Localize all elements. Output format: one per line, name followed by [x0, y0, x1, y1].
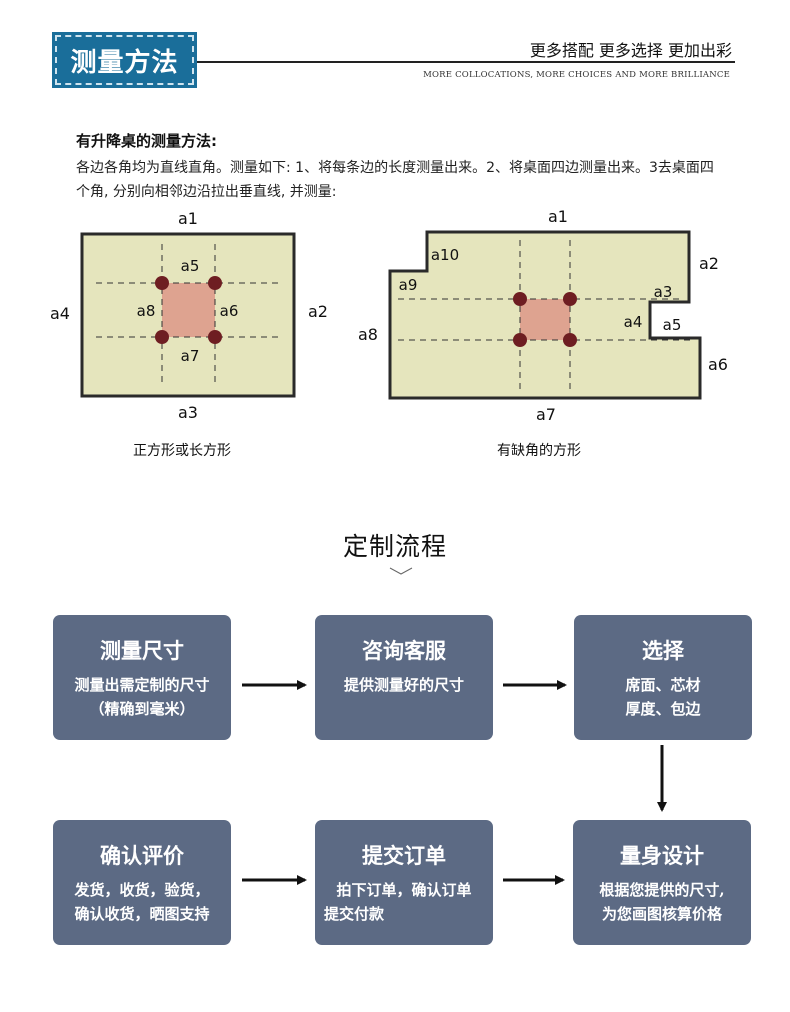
corner-dot: [563, 333, 577, 347]
label-a5: a5: [181, 257, 200, 275]
corner-dot: [155, 330, 169, 344]
label-a6: a6: [708, 355, 728, 374]
measurement-diagrams: a1 a2 a3 a4 a5 a6 a7 a8 a1 a2 a3 a4 a5 a…: [50, 207, 728, 424]
label-a3: a3: [654, 283, 673, 301]
diagram-rectangle: a1 a2 a3 a4 a5 a6 a7 a8: [50, 209, 328, 422]
step-title: 提交订单: [362, 843, 446, 868]
step-desc-line1: 拍下订单，确认订单: [336, 881, 472, 899]
label-a8: a8: [137, 302, 156, 320]
step-desc-line1: 提供测量好的尺寸: [343, 676, 464, 694]
step-measure: 测量尺寸 测量出需定制的尺寸 （精确到毫米）: [53, 615, 231, 740]
label-a5: a5: [663, 316, 682, 334]
label-a3: a3: [178, 403, 198, 422]
label-a10: a10: [431, 246, 459, 264]
step-desc-line2: 提交付款: [324, 905, 385, 923]
label-a9: a9: [399, 276, 418, 294]
caption-notched: 有缺角的方形: [497, 443, 581, 459]
method-heading: 有升降桌的测量方法:: [76, 132, 217, 150]
step-desc-line2: 为您画图核算价格: [601, 905, 722, 923]
chevron-down-icon: [389, 567, 413, 575]
corner-dot: [208, 276, 222, 290]
label-a1: a1: [548, 207, 568, 226]
step-desc-line1: 根据您提供的尺寸,: [599, 881, 725, 899]
rectangle-inner-area: [162, 283, 215, 337]
corner-dot: [513, 333, 527, 347]
slogan-english: MORE COLLOCATIONS, MORE CHOICES AND MORE…: [423, 70, 730, 80]
step-design: 量身设计 根据您提供的尺寸, 为您画图核算价格: [573, 820, 751, 945]
step-desc-line2: （精确到毫米）: [89, 700, 195, 718]
step-desc-line2: 厚度、包边: [625, 700, 701, 718]
caption-rectangle: 正方形或长方形: [133, 443, 231, 459]
step-desc-line1: 发货，收货，验货，: [74, 881, 210, 899]
section-title: 测量方法: [55, 35, 194, 85]
section-title-badge: 测量方法: [52, 32, 197, 88]
step-title: 量身设计: [620, 843, 704, 868]
label-a7: a7: [181, 347, 200, 365]
step-desc-line1: 席面、芯材: [625, 676, 701, 694]
corner-dot: [563, 292, 577, 306]
step-title: 测量尺寸: [100, 638, 184, 663]
diagram-notched: a1 a2 a3 a4 a5 a6 a7 a8 a9 a10: [358, 207, 728, 424]
notched-guide-lines: [398, 240, 694, 390]
header-divider: [197, 61, 735, 63]
label-a1: a1: [178, 209, 198, 228]
label-a2: a2: [308, 302, 328, 321]
label-a6: a6: [220, 302, 239, 320]
corner-dot: [155, 276, 169, 290]
step-consult: 咨询客服 提供测量好的尺寸: [315, 615, 493, 740]
label-a8: a8: [358, 325, 378, 344]
process-title: 定制流程: [342, 532, 447, 561]
slogan: 更多搭配 更多选择 更加出彩: [529, 41, 732, 60]
rectangle-guide-lines: [96, 244, 280, 386]
label-a4: a4: [624, 313, 643, 331]
method-description: 各边各角均为直线直角。测量如下: 1、将每条边的长度测量出来。2、将桌面四边测量…: [76, 160, 714, 200]
notched-inner-area: [520, 299, 570, 340]
corner-dot: [513, 292, 527, 306]
step-desc-line2: 确认收货，晒图支持: [74, 905, 210, 923]
step-title: 选择: [642, 638, 684, 663]
step-desc-line1: 测量出需定制的尺寸: [74, 676, 210, 694]
label-a2: a2: [699, 254, 719, 273]
step-title: 咨询客服: [362, 638, 446, 663]
step-order: 提交订单 拍下订单，确认订单 提交付款: [315, 820, 493, 945]
step-review: 确认评价 发货，收货，验货， 确认收货，晒图支持: [53, 820, 231, 945]
step-choose: 选择 席面、芯材 厚度、包边: [574, 615, 752, 740]
label-a4: a4: [50, 304, 70, 323]
label-a7: a7: [536, 405, 556, 424]
corner-dot: [208, 330, 222, 344]
step-title: 确认评价: [100, 843, 184, 868]
